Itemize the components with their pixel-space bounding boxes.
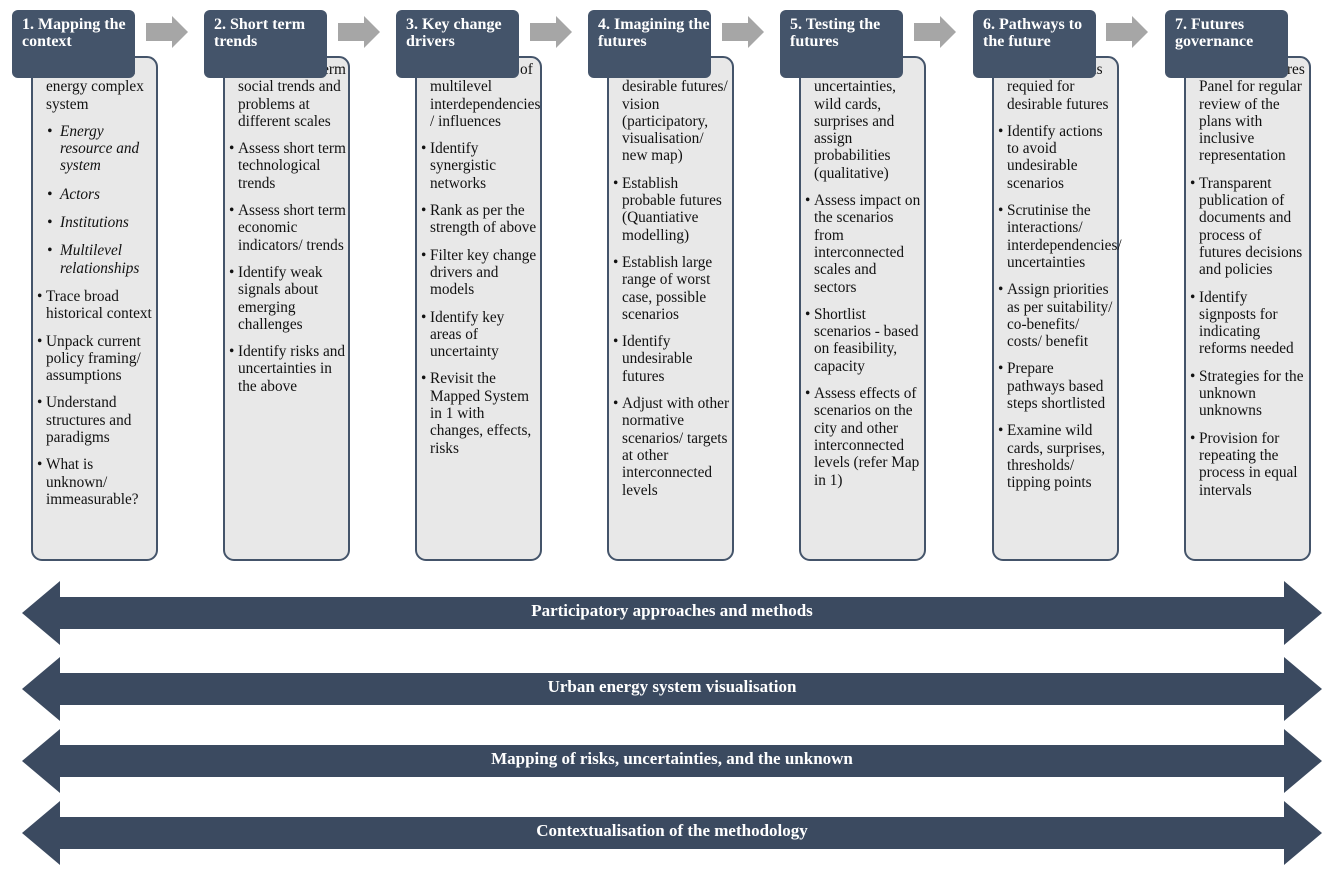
stage-item: Understand structures and paradigms (37, 394, 154, 446)
crosscutting-band-2: Urban energy system visualisation (22, 657, 1322, 721)
stage-item: Examine uncertainties, wild cards, surpr… (805, 61, 922, 182)
stage-subitem: Multilevel relationships (37, 242, 154, 277)
stage-item: Strategies for the unknown unknowns (1190, 368, 1307, 420)
stage-7: 7. Futures governanceEstablish Futures P… (1155, 0, 1325, 565)
stage-card: Develop desirable futures/ vision (parti… (607, 56, 734, 561)
stage-item: Provision for repeating the process in e… (1190, 430, 1307, 499)
stage-item: Assign priorities as per suitability/ co… (998, 281, 1115, 350)
stage-item: Identify undesirable futures (613, 333, 730, 385)
chevron-right-icon (1106, 16, 1148, 48)
stage-item: Assess short term technological trends (229, 140, 346, 192)
stage-3: 3. Key change driversIdentify range of m… (386, 0, 580, 565)
stage-item: Unpack current policy framing/ assumptio… (37, 333, 154, 385)
stage-card: Examine uncertainties, wild cards, surpr… (799, 56, 926, 561)
stage-item: Identify synergistic networks (421, 140, 538, 192)
stage-card: Assess short term social trends and prob… (223, 56, 350, 561)
chevron-right-icon (530, 16, 572, 48)
band-label: Urban energy system visualisation (547, 677, 797, 696)
stage-title: 3. Key change drivers (396, 10, 519, 78)
stage-item-list: Establish Futures Panel for regular revi… (1190, 61, 1307, 499)
stage-item: Transparent publication of documents and… (1190, 175, 1307, 279)
stage-title: 6. Pathways to the future (973, 10, 1096, 78)
stage-item: Revisit the Mapped System in 1 with chan… (421, 370, 538, 456)
band-label: Contextualisation of the methodology (536, 821, 808, 840)
stage-item: Assess impact on the scenarios from inte… (805, 192, 922, 296)
stage-item: Identify actions to avoid undesirable sc… (998, 123, 1115, 192)
stage-2: 2. Short term trendsAssess short term so… (194, 0, 388, 565)
stage-item-list: Identify actions requied for desirable f… (998, 61, 1122, 492)
stage-6: 6. Pathways to the futureIdentify action… (963, 0, 1157, 565)
stage-item: Establish large range of worst case, pos… (613, 254, 730, 323)
double-arrow-shape (22, 657, 1322, 721)
stage-item: Shortlist scenarios - based on feasibili… (805, 306, 922, 375)
band-label: Participatory approaches and methods (531, 601, 813, 620)
stage-item: Rank as per the strength of above (421, 202, 538, 237)
stage-item: Assess effects of scenarios on the city … (805, 385, 922, 489)
double-arrow-shape (22, 801, 1322, 865)
stage-title: 2. Short term trends (204, 10, 327, 78)
chevron-right-icon (146, 16, 188, 48)
stage-item-list: Develop desirable futures/ vision (parti… (613, 61, 730, 499)
stage-item: Identify weak signals about emerging cha… (229, 264, 346, 333)
chevron-right-icon (914, 16, 956, 48)
stage-item: Assess short term economic indicators/ t… (229, 202, 346, 254)
crosscutting-band-1: Participatory approaches and methods (22, 581, 1322, 645)
stage-4: 4. Imagining the futuresDevelop desirabl… (578, 0, 772, 565)
stage-item-list: Examine uncertainties, wild cards, surpr… (805, 61, 922, 489)
stage-item-list: Assess short term social trends and prob… (229, 61, 346, 395)
chevron-right-icon (338, 16, 380, 48)
stage-card: Map the urban energy complex systemEnerg… (31, 56, 158, 561)
stage-item: Identify key areas of uncertainty (421, 309, 538, 361)
stage-title: 4. Imagining the futures (588, 10, 711, 78)
crosscutting-band-4: Contextualisation of the methodology (22, 801, 1322, 865)
stage-item: Adjust with other normative scenarios/ t… (613, 395, 730, 499)
stage-item: Identify signposts for indicating reform… (1190, 289, 1307, 358)
stage-item: Examine wild cards, surprises, threshold… (998, 422, 1115, 491)
stage-title: 7. Futures governance (1165, 10, 1288, 78)
stage-item: Scrutinise the interactions/ interdepend… (998, 202, 1122, 271)
double-arrow-shape (22, 581, 1322, 645)
stage-card: Identify actions requied for desirable f… (992, 56, 1122, 561)
band-label: Mapping of risks, uncertainties, and the… (491, 749, 853, 768)
stage-subitem: Actors (37, 186, 154, 204)
stage-title: 1. Mapping the context (12, 10, 135, 78)
chevron-right-icon (722, 16, 764, 48)
stage-item: What is unknown/ immeasurable? (37, 456, 154, 508)
stage-item: Filter key change drivers and models (421, 247, 538, 299)
stage-1: 1. Mapping the contextMap the urban ener… (2, 0, 196, 565)
stage-5: 5. Testing the futuresExamine uncertaint… (770, 0, 964, 565)
stage-item: Establish probable futures (Quantiative … (613, 175, 730, 244)
stage-subitem: Institutions (37, 214, 154, 232)
stage-item-list: Map the urban energy complex systemEnerg… (37, 61, 154, 508)
double-arrow-shape (22, 729, 1322, 793)
stage-subitem: Energy resource and system (37, 123, 154, 175)
stage-title: 5. Testing the futures (780, 10, 903, 78)
stage-item-list: Identify range of multilevel interdepend… (421, 61, 540, 457)
crosscutting-band-3: Mapping of risks, uncertainties, and the… (22, 729, 1322, 793)
stage-item: Prepare pathways based steps shortlisted (998, 360, 1115, 412)
stage-item: Trace broad historical context (37, 288, 154, 323)
stage-card: Identify range of multilevel interdepend… (415, 56, 542, 561)
stage-item: Identify risks and uncertainties in the … (229, 343, 346, 395)
stage-card: Establish Futures Panel for regular revi… (1184, 56, 1311, 561)
